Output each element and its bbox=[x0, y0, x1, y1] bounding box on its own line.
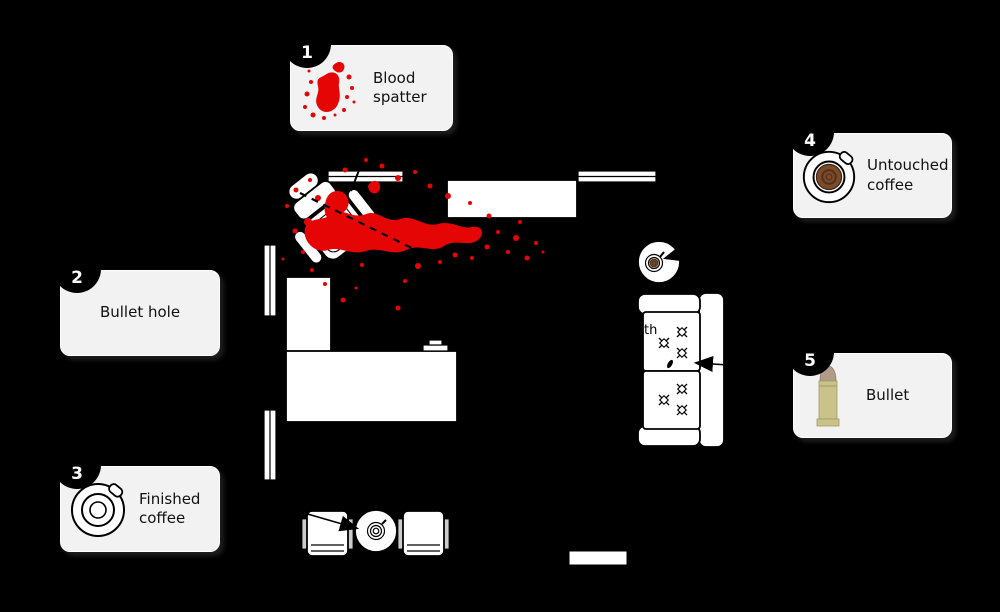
legend-card-untouched-coffee[interactable]: 4 Untouched coffee bbox=[786, 108, 952, 218]
card-label: Finished coffee bbox=[139, 489, 201, 528]
card-label: Untouched coffee bbox=[867, 156, 949, 194]
window-left-lower[interactable] bbox=[263, 409, 277, 481]
bullet-hole-line bbox=[350, 164, 362, 192]
card-number-badge: 5 bbox=[786, 328, 834, 376]
side-table[interactable] bbox=[637, 240, 681, 284]
arrow-to-finished-coffee bbox=[220, 488, 360, 532]
finished-coffee-cup[interactable] bbox=[366, 519, 387, 541]
finished-coffee-icon bbox=[67, 478, 129, 540]
coffee-table[interactable] bbox=[354, 509, 398, 553]
card-number-badge: 2 bbox=[53, 245, 101, 293]
legend-card-blood-spatter[interactable]: 1 Blood spatter bbox=[283, 20, 453, 131]
arrow-to-untouched-coffee bbox=[662, 222, 792, 262]
window-left-upper[interactable] bbox=[263, 244, 277, 317]
kitchen-counter[interactable] bbox=[285, 276, 458, 423]
desk-foot bbox=[472, 219, 483, 223]
card-number-badge: 3 bbox=[53, 441, 101, 489]
untouched-coffee-icon bbox=[799, 146, 859, 206]
card-number-badge: 4 bbox=[786, 108, 834, 156]
legend-card-bullet-hole[interactable]: 2 Bullet hole bbox=[53, 245, 220, 356]
couch-partial-label: th bbox=[644, 323, 657, 338]
legend-card-finished-coffee[interactable]: 3 Finished coffee bbox=[53, 441, 220, 552]
couch[interactable]: th bbox=[637, 292, 725, 448]
card-label: Bullet hole bbox=[99, 303, 181, 322]
blood-spatter[interactable] bbox=[281, 158, 545, 311]
window-top-left[interactable] bbox=[327, 170, 404, 183]
card-number-badge: 1 bbox=[283, 20, 331, 68]
doormat[interactable] bbox=[568, 550, 628, 566]
counter-faucet bbox=[422, 339, 449, 352]
untouched-coffee-cup[interactable] bbox=[644, 251, 665, 273]
arrow-to-bullet bbox=[693, 356, 792, 373]
desk[interactable] bbox=[446, 179, 578, 223]
desk-foot bbox=[539, 219, 550, 223]
window-top-right[interactable] bbox=[577, 170, 657, 183]
trajectory-dashed-line bbox=[299, 192, 433, 259]
bullet-in-couch[interactable] bbox=[666, 359, 674, 369]
chair-left[interactable] bbox=[301, 510, 354, 557]
blood-spatter-icon bbox=[297, 55, 363, 121]
card-label: Bullet bbox=[866, 385, 910, 404]
chair-right[interactable] bbox=[397, 510, 450, 557]
legend-card-bullet[interactable]: 5 Bullet bbox=[786, 328, 952, 438]
card-label: Blood spatter bbox=[373, 68, 427, 107]
